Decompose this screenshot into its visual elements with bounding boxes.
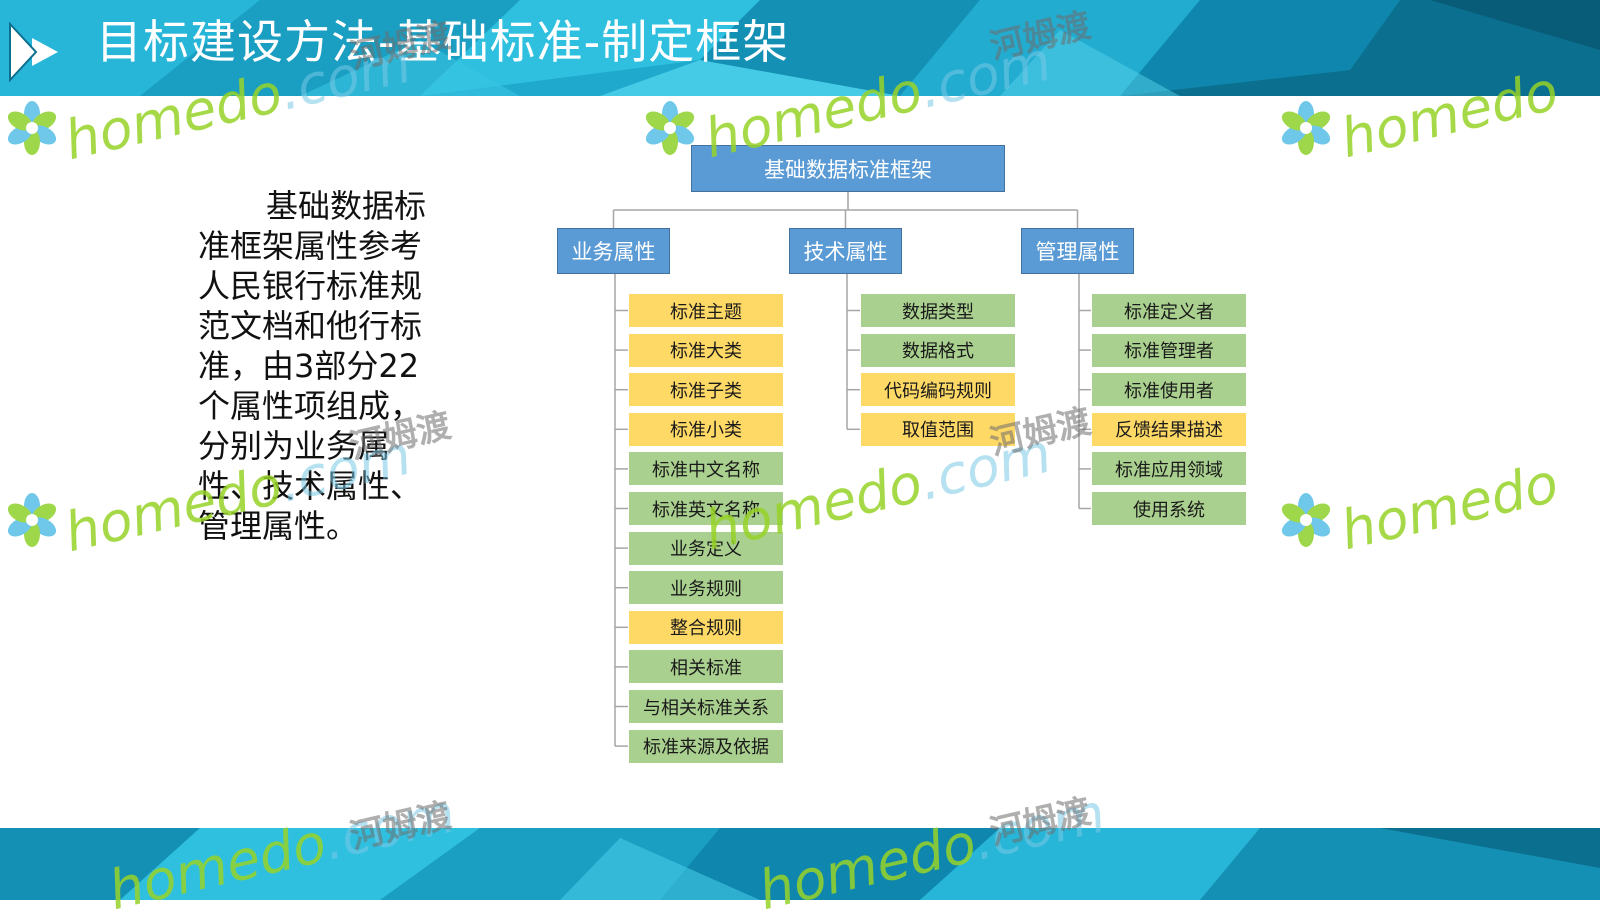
category-node-management: 管理属性 bbox=[1021, 228, 1134, 274]
management-attr-item: 反馈结果描述 bbox=[1091, 411, 1247, 447]
technical-attr-item: 数据类型 bbox=[860, 293, 1016, 328]
header-banner: 目标建设方法-基础标准-制定框架 bbox=[0, 0, 1600, 96]
business-attr-item: 相关标准 bbox=[628, 649, 784, 685]
business-attr-item: 标准来源及依据 bbox=[628, 728, 784, 764]
description-text: 基础数据标准框架属性参考人民银行标准规范文档和他行标准，由3部分22个属性项组成… bbox=[198, 187, 427, 545]
business-attr-item: 标准英文名称 bbox=[628, 491, 784, 526]
management-attr-item: 标准使用者 bbox=[1091, 372, 1247, 408]
business-attr-item: 标准子类 bbox=[628, 372, 784, 408]
framework-diagram: 基础数据标准框架 业务属性 技术属性 管理属性 标准主题 标准大类 标准子类 标… bbox=[557, 145, 1247, 764]
management-attr-item: 标准定义者 bbox=[1091, 293, 1247, 328]
header-background bbox=[0, 0, 1600, 96]
slide-title: 目标建设方法-基础标准-制定框架 bbox=[96, 15, 790, 69]
root-node: 基础数据标准框架 bbox=[691, 145, 1005, 192]
footer-banner bbox=[0, 828, 1600, 900]
business-attr-item: 标准小类 bbox=[628, 411, 784, 447]
business-attr-item: 标准大类 bbox=[628, 332, 784, 368]
category-node-business: 业务属性 bbox=[557, 228, 670, 274]
business-attr-item: 与相关标准关系 bbox=[628, 689, 784, 724]
technical-attr-item: 数据格式 bbox=[860, 332, 1016, 368]
category-node-technical: 技术属性 bbox=[789, 228, 902, 274]
technical-attr-item: 代码编码规则 bbox=[860, 372, 1016, 408]
play-forward-icon bbox=[9, 22, 58, 82]
business-attr-item: 业务规则 bbox=[628, 570, 784, 606]
management-attr-item: 标准管理者 bbox=[1091, 332, 1247, 368]
business-attr-item: 整合规则 bbox=[628, 609, 784, 645]
business-attr-item: 业务定义 bbox=[628, 530, 784, 566]
technical-attr-item: 取值范围 bbox=[860, 411, 1016, 447]
management-attr-item: 标准应用领域 bbox=[1091, 451, 1247, 487]
connector-lines bbox=[612, 192, 1091, 747]
business-attr-item: 标准主题 bbox=[628, 293, 784, 328]
footer-background bbox=[0, 828, 1600, 900]
management-attr-item: 使用系统 bbox=[1091, 491, 1247, 526]
business-attr-item: 标准中文名称 bbox=[628, 451, 784, 487]
